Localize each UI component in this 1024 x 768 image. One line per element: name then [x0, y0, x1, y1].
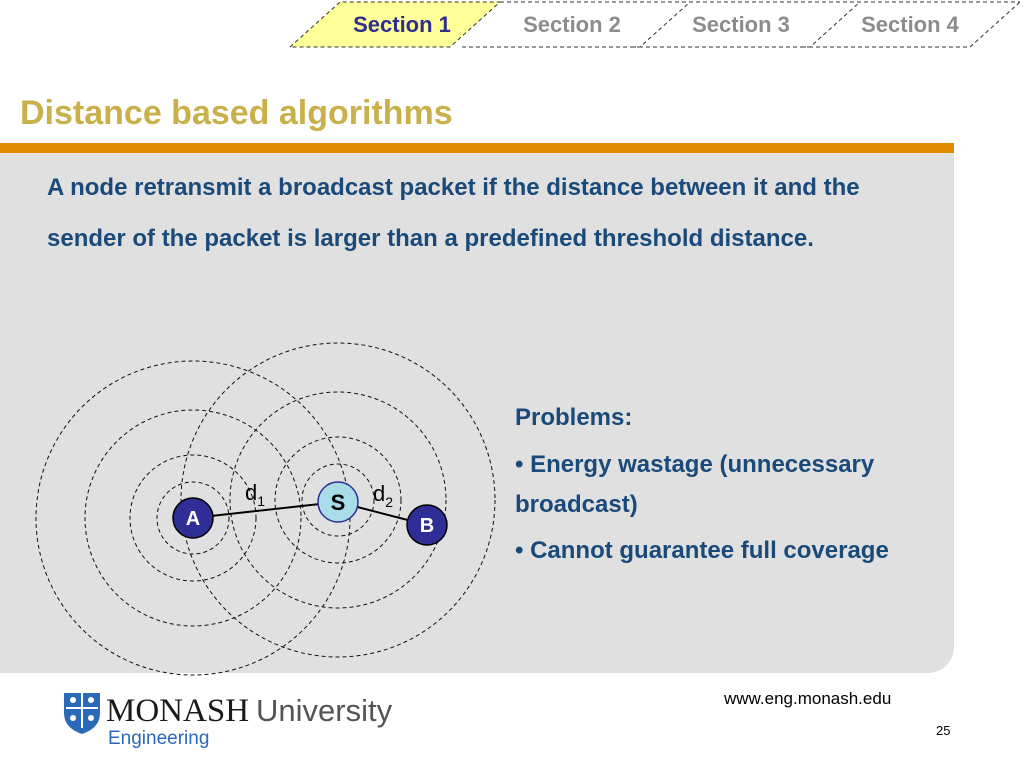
s-inner-range: [274, 436, 402, 564]
title-divider: [0, 143, 954, 153]
a-middle-range: [84, 409, 302, 627]
problem-item: • Energy wastage (unnecessary broadcast): [515, 451, 875, 518]
tab-section-4[interactable]: Section 4: [861, 12, 959, 37]
footer-url: www.eng.monash.edu: [724, 689, 892, 708]
tab-section-2[interactable]: Section 2: [523, 12, 621, 37]
section-tabs: Section 1 Section 2 Section 3 Section 4: [0, 0, 1024, 52]
intro-text: A node retransmit a broadcast packet if …: [47, 174, 860, 252]
a-inner-range: [129, 454, 257, 582]
node-a: [172, 497, 214, 539]
logo-word-monash: MONASH: [106, 693, 249, 729]
range-diagram: d1 d2 A S B: [35, 342, 496, 676]
monash-crest-icon: [64, 693, 100, 734]
d1-label: d1: [245, 480, 265, 509]
page-number: 25: [936, 723, 951, 738]
slide-title: Distance based algorithms: [20, 94, 453, 132]
node-b-label: B: [420, 515, 434, 537]
tab-section-4-shape[interactable]: [802, 1, 1021, 48]
a-core-range: [156, 481, 230, 555]
monash-logo: MONASH University Engineering: [64, 693, 393, 749]
section-tabs-outline: [288, 1, 1021, 48]
tab-section-1[interactable]: Section 1: [353, 12, 451, 37]
s-middle-range: [229, 391, 447, 609]
d1-line: [192, 501, 339, 519]
tab-section-3[interactable]: Section 3: [692, 12, 790, 37]
node-a-label: A: [186, 508, 200, 530]
problems-heading: Problems:: [515, 404, 633, 431]
logo-word-university: University: [256, 693, 393, 728]
d2-label: d2: [373, 481, 393, 510]
logo-subtitle: Engineering: [108, 728, 209, 749]
problems-list: Problems: • Energy wastage (unnecessary …: [515, 397, 955, 571]
node-s: [317, 481, 359, 523]
problem-item: • Cannot guarantee full coverage: [515, 537, 889, 564]
range-circles: [35, 342, 496, 676]
s-outer-range: [180, 342, 496, 658]
s-core-range: [301, 463, 375, 537]
content-panel: [0, 153, 954, 673]
node-s-label: S: [331, 490, 346, 515]
node-b: [406, 504, 448, 546]
